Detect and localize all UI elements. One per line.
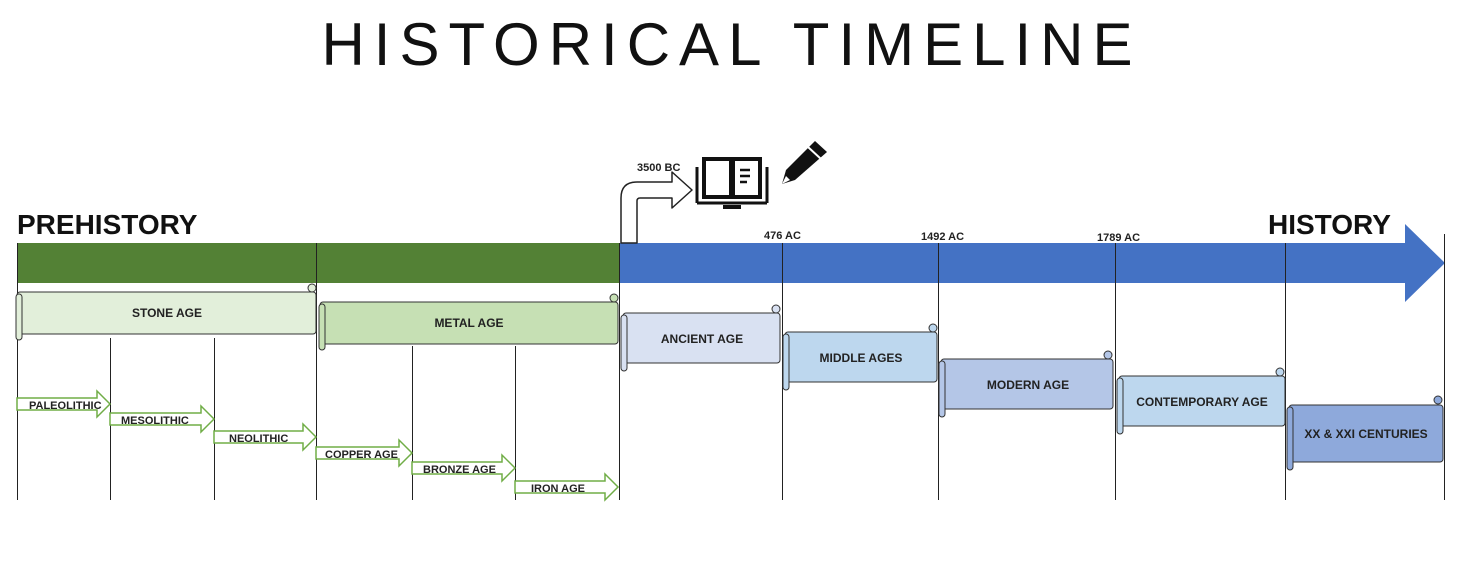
contemporary-age-scroll: CONTEMPORARY AGE xyxy=(1116,367,1286,435)
mesolithic-arrow xyxy=(109,404,216,434)
mesolithic-label: MESOLITHIC xyxy=(121,415,189,427)
stone-age-label: STONE AGE xyxy=(132,306,202,320)
ancient-age-scroll: ANCIENT AGE xyxy=(620,304,781,372)
middle-ages-label: MIDDLE AGES xyxy=(820,351,903,365)
metal-age-label: METAL AGE xyxy=(434,316,503,330)
middle-ages-scroll: MIDDLE AGES xyxy=(782,323,938,391)
paleolithic-arrow xyxy=(16,389,112,419)
metal-age-scroll: METAL AGE xyxy=(318,293,619,351)
iron-age-arrow xyxy=(514,472,620,502)
modern-age-scroll: MODERN AGE xyxy=(938,350,1114,418)
copper-age-label: COPPER AGE xyxy=(325,449,398,461)
iron-age-label: IRON AGE xyxy=(531,483,585,495)
history-arrow xyxy=(619,224,1445,302)
contemporary-age-label: CONTEMPORARY AGE xyxy=(1136,395,1268,409)
stone-age-scroll: STONE AGE xyxy=(15,283,317,341)
copper-age-arrow xyxy=(315,438,414,468)
bronze-age-arrow xyxy=(411,453,517,483)
writing-arrow-icon xyxy=(620,171,693,244)
bronze-age-label: BRONZE AGE xyxy=(423,464,496,476)
paleolithic-label: PALEOLITHIC xyxy=(29,400,102,412)
modern-age-label: MODERN AGE xyxy=(987,378,1069,392)
history-label: HISTORY xyxy=(1268,209,1391,240)
date-label: 476 AC xyxy=(764,230,801,242)
prehistory-label: PREHISTORY xyxy=(17,209,198,240)
neolithic-label: NEOLITHIC xyxy=(229,433,288,445)
book-icon xyxy=(695,157,769,209)
page-title: HISTORICAL TIMELINE xyxy=(321,11,1142,78)
date-label: 1492 AC xyxy=(921,231,964,243)
ancient-age-label: ANCIENT AGE xyxy=(661,332,743,346)
date-label: 1789 AC xyxy=(1097,232,1140,244)
writing-date-label: 3500 BC xyxy=(637,162,680,174)
xx-xxi-centuries-scroll: XX & XXI CENTURIES xyxy=(1286,395,1444,471)
pencil-icon xyxy=(782,141,827,184)
prehistory-bar xyxy=(17,243,619,283)
xx-xxi-centuries-label: XX & XXI CENTURIES xyxy=(1304,427,1427,441)
neolithic-arrow xyxy=(213,422,318,452)
